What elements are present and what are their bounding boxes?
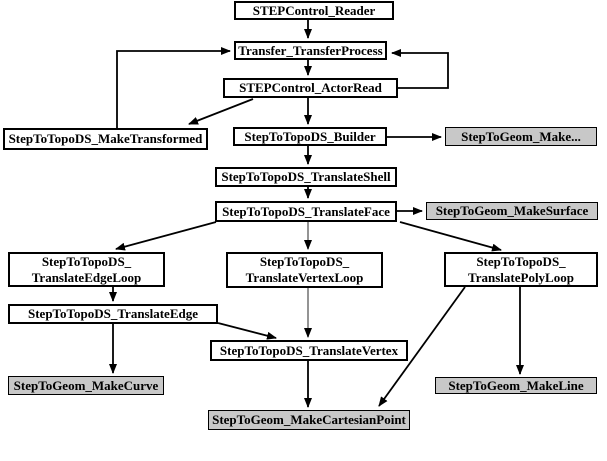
edge-translateedge-translatevertex xyxy=(217,322,277,340)
node-stepcontrol-reader: STEPControl_Reader xyxy=(234,1,394,20)
node-transfer-transferprocess: Transfer_TransferProcess xyxy=(234,41,387,60)
node-steptotopods-translatepolyloop: StepToTopoDS_ TranslatePolyLoop xyxy=(444,252,598,287)
node-steptotopods-translateedgeloop: StepToTopoDS_ TranslateEdgeLoop xyxy=(8,252,165,287)
node-steptotopods-translateshell: StepToTopoDS_TranslateShell xyxy=(215,167,397,187)
edge-polyloop-makecartesian xyxy=(378,286,466,407)
node-steptotopods-translatevertex: StepToTopoDS_TranslateVertex xyxy=(210,340,408,361)
node-steptotopods-translateface: StepToTopoDS_TranslateFace xyxy=(215,201,397,222)
node-steptotopods-builder: StepToTopoDS_Builder xyxy=(233,127,387,146)
node-steptogeom-makecartesianpoint: StepToGeom_MakeCartesianPoint xyxy=(208,410,410,430)
node-steptogeom-make-ellipsis: StepToGeom_Make... xyxy=(445,127,597,146)
edge-face-edgeloop xyxy=(115,221,217,251)
edge-maketransformed-transfer xyxy=(116,47,231,128)
node-steptotopods-translateedge: StepToTopoDS_TranslateEdge xyxy=(8,304,218,324)
node-steptotopods-translatevertexloop: StepToTopoDS_ TranslateVertexLoop xyxy=(226,252,383,288)
edge-face-polyloop xyxy=(399,221,502,252)
node-steptogeom-makecurve: StepToGeom_MakeCurve xyxy=(8,376,164,395)
node-steptotopods-maketransformed: StepToTopoDS_MakeTransformed xyxy=(3,128,208,150)
node-steptogeom-makeline: StepToGeom_MakeLine xyxy=(435,377,597,394)
node-stepcontrol-actorread: STEPControl_ActorRead xyxy=(223,78,398,98)
node-steptogeom-makesurface: StepToGeom_MakeSurface xyxy=(426,202,598,220)
edge-actorread-maketransformed xyxy=(188,98,254,125)
edge-actorread-transfer-loop xyxy=(391,49,449,89)
